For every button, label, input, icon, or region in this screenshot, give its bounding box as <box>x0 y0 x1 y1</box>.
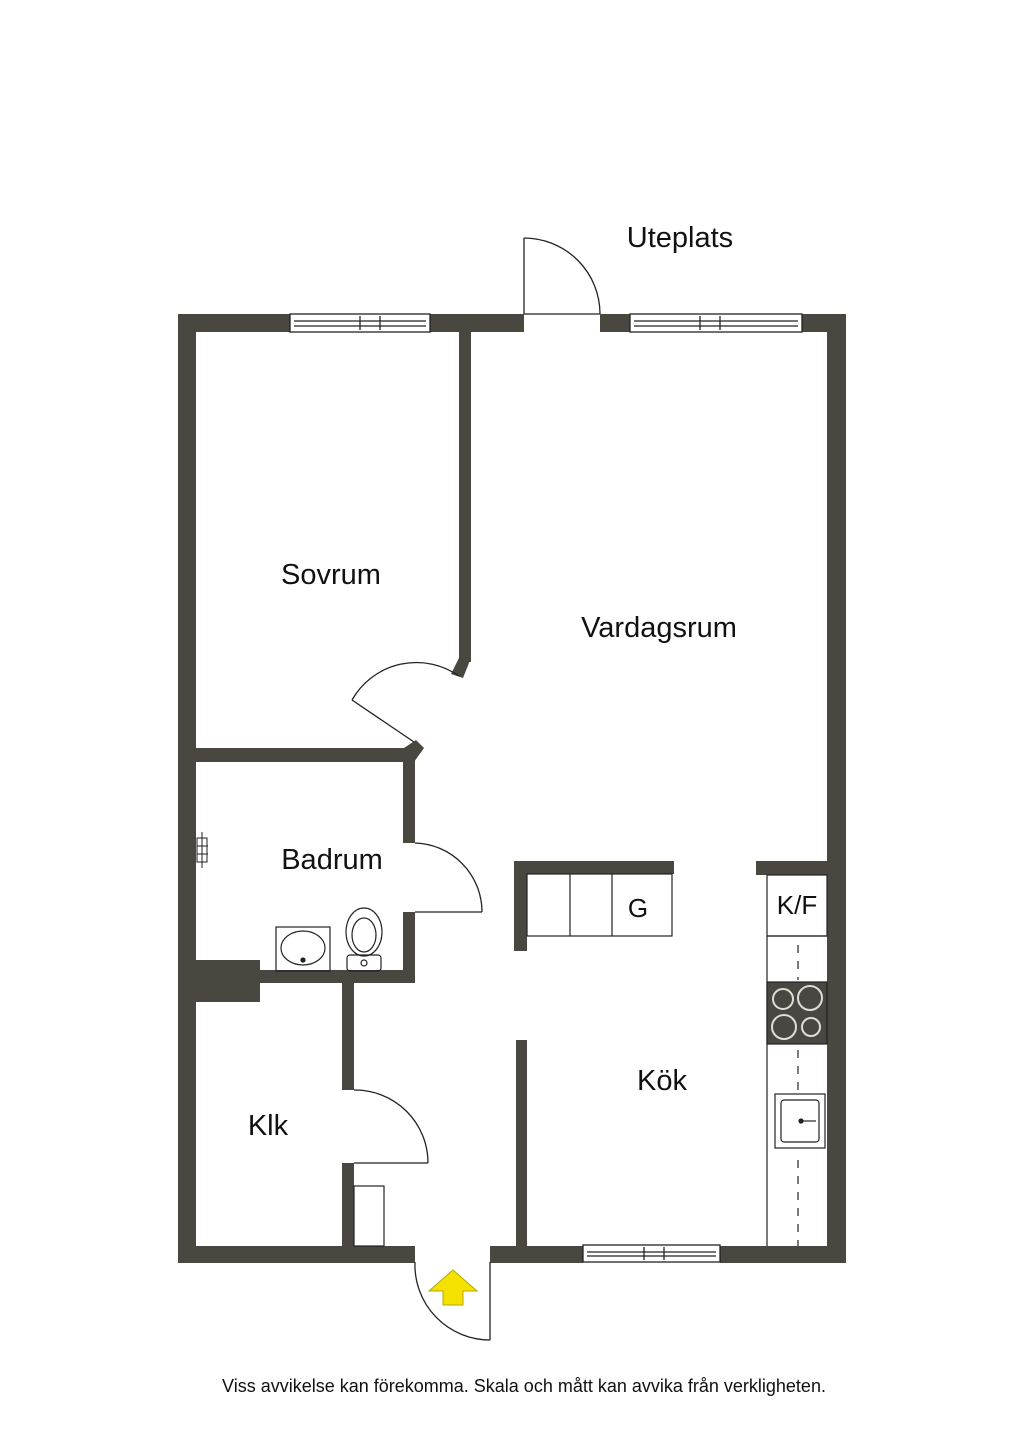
label-sovrum: Sovrum <box>281 559 381 591</box>
label-badrum: Badrum <box>281 844 383 876</box>
wall-badrum-right-lower <box>403 912 415 982</box>
wall-sovrum-door-jamb-lower <box>404 740 424 762</box>
label-uteplats: Uteplats <box>627 222 733 254</box>
fixtures <box>196 832 828 1247</box>
door-klk <box>353 1089 429 1164</box>
wall-top-left <box>178 314 290 332</box>
door-uteplats <box>523 237 601 315</box>
label-garderob: G <box>628 893 648 923</box>
label-klk: Klk <box>248 1110 289 1142</box>
shaft-block <box>190 960 260 1002</box>
window-kok <box>582 1244 721 1263</box>
wall-hall-kok <box>516 1040 527 1250</box>
wall-right <box>827 314 846 1263</box>
wall-sovrum-badrum <box>190 748 412 762</box>
label-vardagsrum: Vardagsrum <box>581 612 737 644</box>
klk-shelf <box>353 1185 385 1247</box>
garderob-units <box>526 873 673 937</box>
wall-left <box>178 314 196 1263</box>
kitchen-sink-icon <box>774 1093 826 1149</box>
disclaimer-text: Viss avvikelse kan förekomma. Skala och … <box>222 1376 826 1396</box>
wall-top-mid <box>430 314 524 332</box>
walls <box>178 314 846 1263</box>
window-vardagsrum <box>629 313 803 333</box>
wall-sovrum-vardagsrum <box>459 327 471 662</box>
label-kok: Kök <box>637 1065 687 1097</box>
wall-garderob-top <box>514 861 674 874</box>
door-entrance <box>414 1261 491 1341</box>
wall-sovrum-door-jamb-upper <box>451 658 471 678</box>
wall-top-right-a <box>600 314 630 332</box>
door-badrum <box>414 842 483 913</box>
wall-klk-upper <box>342 980 354 1090</box>
wall-klk-lower <box>342 1163 354 1250</box>
label-kyl-frys: K/F <box>777 890 817 920</box>
doors <box>351 237 601 1341</box>
stove-icon <box>766 981 828 1045</box>
toilet-icon <box>345 907 383 972</box>
entrance-arrow-icon <box>427 1269 479 1306</box>
wall-bottom-mid <box>490 1246 583 1263</box>
washbasin-icon <box>275 926 331 972</box>
windows <box>289 313 803 1263</box>
wall-kf-top <box>756 861 846 875</box>
door-sovrum <box>351 661 460 743</box>
wall-bottom-left <box>178 1246 415 1263</box>
wall-badrum-bottom <box>258 970 415 983</box>
wall-garderob-left <box>514 861 527 951</box>
wall-bottom-right <box>720 1246 846 1263</box>
window-sovrum <box>289 313 431 333</box>
wall-badrum-right-upper <box>403 758 415 843</box>
electrical-panel-icon <box>196 832 208 868</box>
